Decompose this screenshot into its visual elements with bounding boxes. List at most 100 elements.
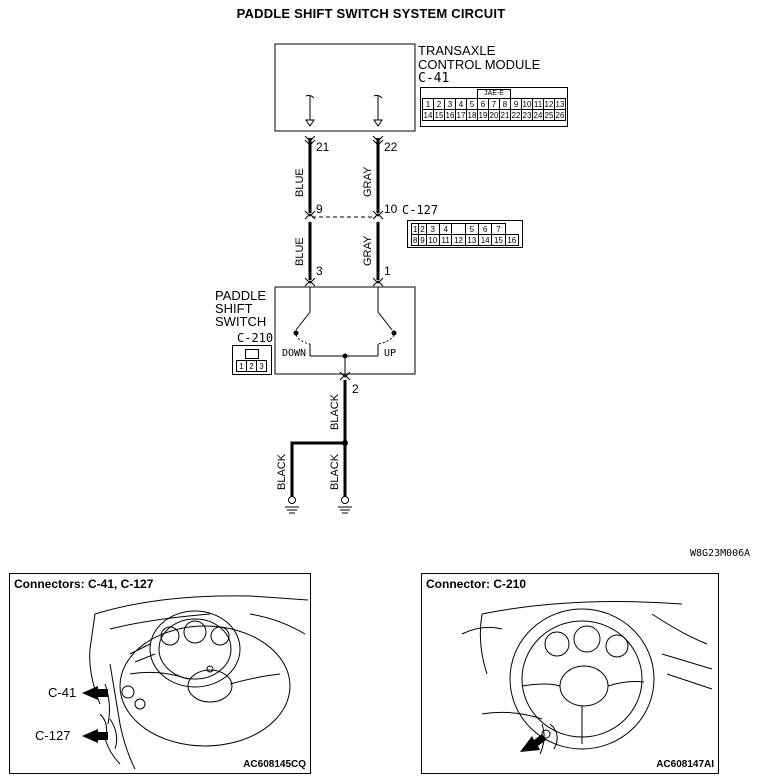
chevron-c41-left xyxy=(304,135,316,146)
switch-pin-cell: 3 xyxy=(256,360,267,372)
connector-location-panel-left: Connectors: C-41, C-127 C xyxy=(9,573,311,774)
switch-connector-id: C-210 xyxy=(237,331,274,345)
switch-up-label: UP xyxy=(384,348,397,359)
junction-pin-cell: 8 xyxy=(410,234,420,246)
junction-pin-cell: 6 xyxy=(478,223,493,235)
junction-pin-cell: 9 xyxy=(418,234,427,246)
tcm-pin-cell: 26 xyxy=(554,109,566,121)
switch-pin-3: 3 xyxy=(316,264,323,278)
tcm-pin-cell: 20 xyxy=(488,109,500,121)
tcm-pin-22: 22 xyxy=(384,140,398,154)
wire-label-blue-lower: BLUE xyxy=(294,237,306,266)
wire-label-gray-upper: GRAY xyxy=(362,166,374,197)
ground-icon-left xyxy=(285,496,299,514)
tcm-pin-cell: 7 xyxy=(488,98,500,110)
wire-label-black-upper: BLACK xyxy=(329,393,341,430)
tcm-pin-cell: 10 xyxy=(521,98,533,110)
tcm-pin-cell: 15 xyxy=(433,109,445,121)
junction-pin-cell: 3 xyxy=(425,223,440,235)
ground-junction xyxy=(342,440,348,446)
chevron-c210-left xyxy=(304,277,316,287)
junction-pin-cell: 16 xyxy=(504,234,520,246)
tcm-pin-cell: 6 xyxy=(477,98,489,110)
wire-label-gray-lower: GRAY xyxy=(362,235,374,266)
junction-pin-9: 9 xyxy=(316,202,323,216)
tcm-pin-cell: 8 xyxy=(499,98,511,110)
arrow-c127 xyxy=(82,729,108,743)
junction-pin-cell: 11 xyxy=(438,234,453,246)
tcm-pin-cell: 3 xyxy=(444,98,456,110)
junction-pin-cell: 13 xyxy=(464,234,480,246)
tcm-pin-cell: 22 xyxy=(510,109,522,121)
junction-pin-cell: 15 xyxy=(491,234,506,246)
switch-name-line3: SWITCH xyxy=(215,314,267,329)
arrow-c41 xyxy=(82,686,108,700)
panel-right-code: AC608147AI xyxy=(656,759,714,770)
junction-pin-cell: 4 xyxy=(438,223,453,235)
tcm-pin-21: 21 xyxy=(316,140,330,154)
tcm-pin-cell: 17 xyxy=(455,109,467,121)
diagram-title: PADDLE SHIFT SWITCH SYSTEM CIRCUIT xyxy=(236,6,506,21)
chevron-c127-right xyxy=(372,210,384,220)
tcm-name-line1: TRANSAXLE xyxy=(418,43,496,58)
tcm-pin-cell: 21 xyxy=(499,109,511,121)
tcm-terminal-left xyxy=(305,94,315,127)
junction-pin-10: 10 xyxy=(384,202,398,216)
switch-connector-key xyxy=(245,349,259,359)
connector-location-panel-right: Connector: C-210 AC608147AI xyxy=(421,573,719,774)
chevron-c210-right xyxy=(372,277,384,287)
panel-right-title: Connector: C-210 xyxy=(426,577,527,591)
tcm-pin-cell: 1 xyxy=(422,98,434,110)
wire-label-blue-upper: BLUE xyxy=(294,168,306,197)
tcm-pin-cell: 5 xyxy=(466,98,478,110)
tcm-pin-cell: 2 xyxy=(433,98,445,110)
junction-pin-cell: 10 xyxy=(425,234,440,246)
tcm-name-line2: CONTROL MODULE xyxy=(418,57,541,72)
tcm-box xyxy=(274,43,416,132)
tcm-pin-cell: 24 xyxy=(532,109,544,121)
switch-pin-cell: 1 xyxy=(236,360,247,372)
callout-c127: C-127 xyxy=(35,728,71,743)
circuit-diagram: BLUE GRAY BLUE GRAY BLACK BLACK BLACK xyxy=(274,43,416,514)
chevron-c41-right xyxy=(372,135,384,146)
arrow-c210 xyxy=(520,734,546,752)
tcm-pin-cell: 13 xyxy=(554,98,566,110)
switch-pin-cell: 2 xyxy=(246,360,257,372)
tcm-pin-cell: 12 xyxy=(543,98,555,110)
panel-left-title: Connectors: C-41, C-127 xyxy=(14,577,154,591)
wire-label-black-right: BLACK xyxy=(329,453,341,490)
tcm-pin-cell: 14 xyxy=(422,109,434,121)
junction-pin-cell: 7 xyxy=(491,223,506,235)
switch-name-line2: SHIFT xyxy=(215,301,253,316)
tcm-pin-cell: 19 xyxy=(477,109,489,121)
switch-down-label: DOWN xyxy=(282,348,307,359)
tcm-terminal-right xyxy=(373,94,383,127)
junction-connector-id: C-127 xyxy=(402,203,439,217)
junction-pin-cell xyxy=(451,223,466,235)
tcm-pin-cell: 9 xyxy=(510,98,522,110)
callout-c41: C-41 xyxy=(48,685,77,700)
ground-icon-right xyxy=(338,496,352,514)
tcm-connector-id: C-41 xyxy=(418,71,450,86)
switch-pin-2: 2 xyxy=(352,382,359,396)
junction-pin-cell: 12 xyxy=(451,234,466,246)
switch-pin-1: 1 xyxy=(384,264,391,278)
figure-code: W8G23M006A xyxy=(690,548,751,559)
wire-label-black-left: BLACK xyxy=(276,453,288,490)
switch-internal xyxy=(293,287,397,374)
panel-left-code: AC608145CQ xyxy=(243,759,306,770)
tcm-pin-cell: 25 xyxy=(543,109,555,121)
tcm-pin-cell: 4 xyxy=(455,98,467,110)
steering-wheel-illustration-right xyxy=(461,601,713,755)
tcm-pin-cell: 11 xyxy=(532,98,544,110)
junction-pin-cell: 14 xyxy=(478,234,493,246)
tcm-pin-cell: 18 xyxy=(466,109,478,121)
junction-pin-cell: 2 xyxy=(418,223,427,235)
tcm-pin-cell: 16 xyxy=(444,109,456,121)
